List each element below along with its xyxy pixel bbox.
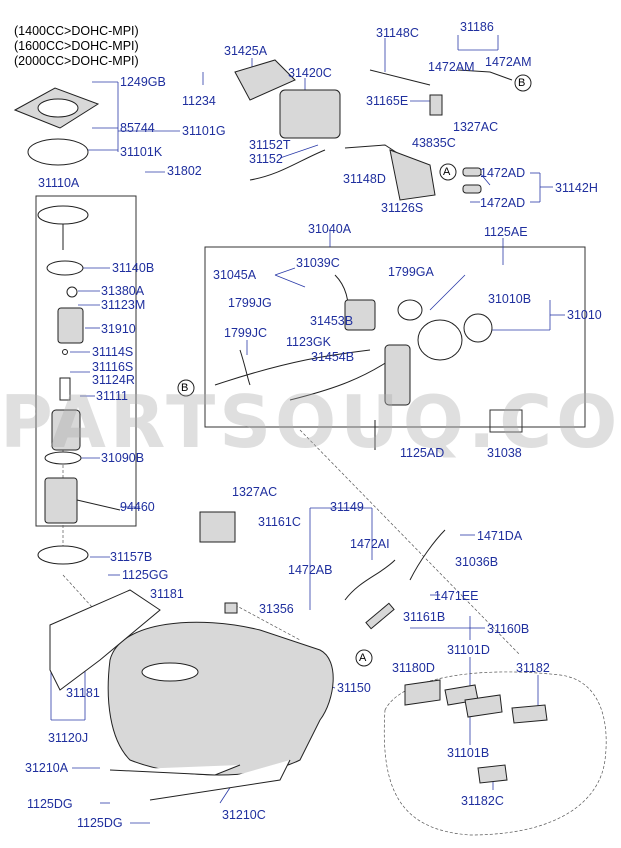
part-31160B[interactable]: 31160B	[487, 622, 530, 636]
part-1125DG-left[interactable]: 1125DG	[27, 797, 73, 811]
part-31010B[interactable]: 31010B	[488, 292, 532, 306]
part-31124R[interactable]: 31124R	[92, 373, 135, 387]
part-31425A[interactable]: 31425A	[224, 44, 268, 58]
part-31120J[interactable]: 31120J	[48, 731, 89, 745]
part-31150[interactable]: 31150	[337, 681, 371, 695]
part-31040A[interactable]: 31040A	[308, 222, 352, 236]
part-1125AE[interactable]: 1125AE	[484, 225, 528, 239]
part-31101B[interactable]: 31101B	[447, 746, 490, 760]
part-31045A[interactable]: 31045A	[213, 268, 257, 282]
filler-neck-parts	[214, 274, 493, 450]
part-31010[interactable]: 31010	[567, 308, 602, 322]
part-1472AI[interactable]: 1472AI	[350, 537, 390, 551]
part-1249GB[interactable]: 1249GB	[120, 75, 166, 89]
part-31910[interactable]: 31910	[101, 322, 136, 336]
part-1472AM-left[interactable]: 1472AM	[428, 60, 475, 74]
part-31116S[interactable]: 31116S	[92, 360, 134, 374]
part-31165E[interactable]: 31165E	[366, 94, 409, 108]
part-1799JC[interactable]: 1799JC	[224, 326, 268, 340]
engine-note-1600: (1600CC>DOHC-MPI)	[14, 39, 139, 53]
part-1327AC-lower[interactable]: 1327AC	[232, 485, 278, 499]
part-1123GK[interactable]: 1123GK	[286, 335, 331, 349]
part-1471DA[interactable]: 1471DA	[477, 529, 523, 543]
part-43835C[interactable]: 43835C	[412, 136, 456, 150]
engine-note-1400: (1400CC>DOHC-MPI)	[14, 24, 139, 38]
part-31182[interactable]: 31182	[516, 661, 550, 675]
part-31210C[interactable]: 31210C	[222, 808, 266, 822]
part-31140B[interactable]: 31140B	[112, 261, 155, 275]
part-31802[interactable]: 31802	[167, 164, 202, 178]
part-31454B[interactable]: 31454B	[311, 350, 355, 364]
part-31142H[interactable]: 31142H	[555, 181, 598, 195]
callout-a-lower: A	[359, 652, 367, 664]
part-31380A[interactable]: 31380A	[101, 284, 145, 298]
part-31039C[interactable]: 31039C	[296, 256, 340, 270]
part-31210A[interactable]: 31210A	[25, 761, 69, 775]
part-1799GA[interactable]: 1799GA	[388, 265, 434, 279]
part-31180D[interactable]: 31180D	[392, 661, 435, 675]
callout-b-upper: B	[518, 77, 526, 89]
pump-module-frame	[35, 195, 137, 527]
pump-module-parts	[13, 87, 121, 565]
part-31101G[interactable]: 31101G	[182, 124, 226, 138]
filler-neck-frame	[204, 246, 586, 428]
part-1327AC-upper[interactable]: 1327AC	[453, 120, 499, 134]
part-1472AB[interactable]: 1472AB	[288, 563, 333, 577]
fuel-tank	[49, 511, 446, 801]
callout-a-upper: A	[443, 166, 451, 178]
part-31123M[interactable]: 31123M	[101, 298, 146, 312]
part-31111[interactable]: 31111	[96, 389, 128, 403]
part-31152[interactable]: 31152	[249, 152, 283, 166]
part-31148D[interactable]: 31148D	[343, 172, 386, 186]
part-1125GG[interactable]: 1125GG	[122, 568, 169, 582]
part-31161B[interactable]: 31161B	[403, 610, 446, 624]
part-31152T[interactable]: 31152T	[249, 138, 291, 152]
canister-parts	[234, 59, 513, 201]
part-1472AD-upper[interactable]: 1472AD	[480, 166, 526, 180]
part-31038-box	[489, 409, 523, 433]
callout-circles	[177, 74, 532, 667]
part-31161C[interactable]: 31161C	[258, 515, 301, 529]
part-31149[interactable]: 31149	[330, 500, 364, 514]
part-94460[interactable]: 94460	[120, 500, 155, 514]
part-11234[interactable]: 11234	[182, 94, 216, 108]
floor-pad-panel	[383, 671, 607, 836]
part-1472AD-lower[interactable]: 1472AD	[480, 196, 526, 210]
part-1125DG-right[interactable]: 1125DG	[77, 816, 123, 830]
part-1125AD[interactable]: 1125AD	[400, 446, 445, 460]
part-31182C[interactable]: 31182C	[461, 794, 504, 808]
part-31356[interactable]: 31356	[259, 602, 294, 616]
part-31453B[interactable]: 31453B	[310, 314, 354, 328]
part-31181-lower[interactable]: 31181	[66, 686, 100, 700]
part-1471EE[interactable]: 1471EE	[434, 589, 479, 603]
part-31114S[interactable]: 31114S	[92, 345, 134, 359]
part-31036B[interactable]: 31036B	[455, 555, 499, 569]
callout-b-lower: B	[181, 382, 189, 394]
part-31110A[interactable]: 31110A	[38, 176, 80, 190]
part-31126S[interactable]: 31126S	[381, 201, 424, 215]
part-31186[interactable]: 31186	[460, 20, 494, 34]
part-31420C[interactable]: 31420C	[288, 66, 332, 80]
part-31181-upper[interactable]: 31181	[150, 587, 184, 601]
part-31157B[interactable]: 31157B	[110, 550, 153, 564]
part-1472AM-right[interactable]: 1472AM	[485, 55, 532, 69]
part-85744[interactable]: 85744	[120, 121, 155, 135]
part-31101K[interactable]: 31101K	[120, 145, 163, 159]
engine-note-2000: (2000CC>DOHC-MPI)	[14, 54, 139, 68]
part-31090B[interactable]: 31090B	[101, 451, 145, 465]
part-31101D[interactable]: 31101D	[447, 643, 490, 657]
part-1799JG[interactable]: 1799JG	[228, 296, 272, 310]
part-31038[interactable]: 31038	[487, 446, 522, 460]
part-31148C[interactable]: 31148C	[376, 26, 419, 40]
